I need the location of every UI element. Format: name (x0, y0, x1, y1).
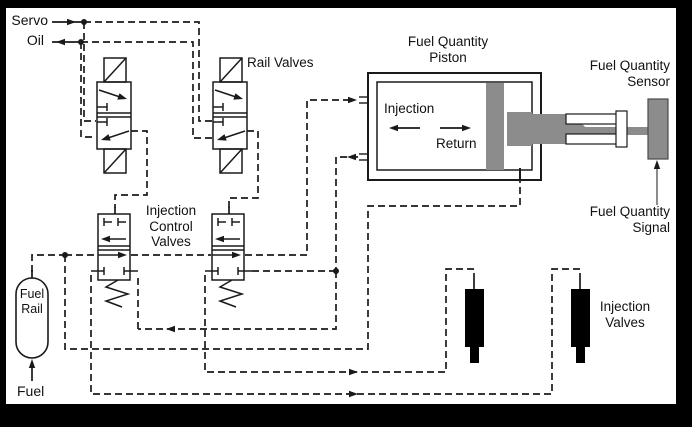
injection-control-valves-label-line1: Injection (145, 203, 197, 218)
fuel-rail-label: Fuel Rail (15, 287, 49, 317)
fuel-quantity-signal-label-line2: Signal (632, 219, 670, 235)
fuel-inlet-arrow-icon (28, 359, 36, 368)
piston-rod-assembly (486, 83, 669, 170)
spring-icon (103, 279, 131, 308)
rail-valve-to-icv-piping (114, 130, 259, 208)
paper-background (6, 8, 676, 404)
injection-valves-label: Injection Valves (594, 299, 656, 330)
injection-control-valves-label: Injection Control Valves (139, 203, 203, 250)
servo-arrow-icon (67, 18, 76, 26)
fuel-quantity-signal-label: Fuel Quantity Signal (578, 204, 670, 235)
junction-dots (62, 19, 339, 274)
rail-valve-2 (212, 57, 248, 174)
return-piping (137, 156, 358, 330)
sensor-rod (565, 127, 649, 135)
injection-control-valves-label-line3: Valves (151, 234, 191, 249)
injection-valves-label-line1: Injection (599, 299, 651, 314)
oil-arrow-icon (56, 38, 65, 46)
fuel-rail-label-line1: Fuel (19, 287, 45, 301)
injector-piping (90, 268, 581, 395)
piston-hub (507, 112, 532, 146)
injection-label: Injection (384, 101, 435, 116)
spring-icon (217, 279, 245, 308)
fuel-rail-accumulator (15, 277, 49, 359)
piston-head (486, 83, 504, 170)
injection-valves-label-line2: Valves (605, 314, 645, 330)
servo-label: Servo (11, 12, 48, 28)
fuel-rail-label-line2: Rail (21, 302, 43, 316)
fuel-quantity-sensor-label: Fuel Quantity Sensor (578, 58, 670, 89)
piston-rod (532, 114, 568, 144)
rail-valves-label: Rail Valves (247, 55, 314, 70)
injection-control-valves-label-line2: Control (149, 218, 193, 234)
fuel-quantity-sensor-label-line2: Sensor (627, 73, 670, 89)
signal-arrow-icon (653, 160, 661, 169)
injection-valve-1 (465, 289, 484, 363)
fuel-quantity-sensor-body (647, 98, 669, 160)
fuel-quantity-piston-label: Fuel Quantity Piston (392, 34, 504, 65)
injection-valves-group (465, 289, 590, 363)
fuel-quantity-signal-label-line1: Fuel Quantity (589, 204, 670, 219)
fuel-label: Fuel (17, 383, 45, 399)
oil-label: Oil (26, 32, 44, 48)
return-label: Return (436, 136, 477, 151)
fuel-supply-piping (31, 99, 521, 350)
fuel-quantity-piston-label-line2: Piston (429, 49, 467, 65)
injection-control-valve-1 (91, 213, 138, 308)
rail-valve-1 (96, 57, 132, 174)
flow-arrowheads (28, 18, 661, 398)
servo-oil-piping (80, 21, 212, 139)
injection-valve-2 (571, 289, 590, 363)
fuel-quantity-piston-label-line1: Fuel Quantity (407, 34, 489, 49)
fuel-quantity-sensor-label-line1: Fuel Quantity (589, 58, 670, 73)
